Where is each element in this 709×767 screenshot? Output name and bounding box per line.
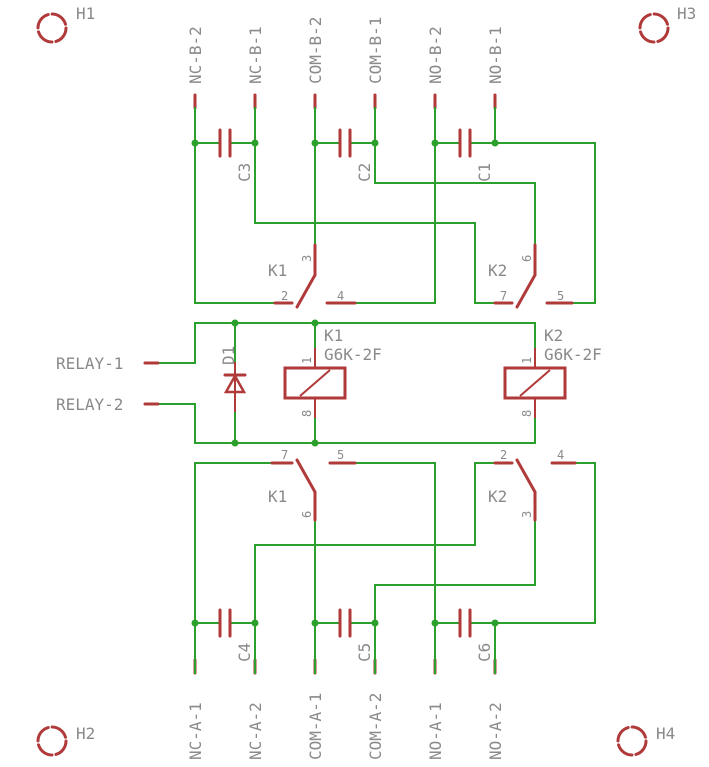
k1-bottom-pin-5: 5	[337, 448, 344, 462]
capacitor-c6: C6	[458, 608, 494, 662]
hole-label-h3: H3	[677, 4, 696, 23]
mounting-hole-h3: H3	[638, 4, 696, 44]
k2-top-pin-7: 7	[500, 289, 507, 303]
relay-k2-pin-8: 8	[520, 410, 534, 417]
k2-top-pin-5: 5	[557, 289, 564, 303]
relay-k1-switch-bottom: K1 6 7 5	[268, 448, 357, 522]
hole-label-h4: H4	[656, 724, 675, 743]
connector-label-com-a-2: COM-A-2	[366, 693, 385, 760]
capacitor-label-c2: C2	[355, 163, 374, 182]
connector-label-com-a-1: COM-A-1	[306, 693, 325, 760]
mounting-hole-h2: H2	[36, 724, 95, 757]
capacitor-label-c3: C3	[235, 163, 254, 182]
capacitor-c2: C2	[338, 128, 374, 182]
diode-d1: D1	[219, 346, 247, 412]
hole-label-h1: H1	[76, 4, 95, 23]
relay-k1-coil: K1 G6K-2F 1 8	[283, 326, 382, 418]
mounting-hole-h1: H1	[36, 4, 95, 44]
relay-k2-switch-top: K2 6 7 5	[488, 243, 574, 309]
k1-bottom-pin-7: 7	[281, 448, 288, 462]
connector-label-nc-a-1: NC-A-1	[186, 702, 205, 760]
connector-label-nc-b-2: NC-B-2	[186, 26, 205, 84]
k1-bottom-pin-6: 6	[300, 511, 314, 518]
relay-k2-value: G6K-2F	[544, 345, 602, 364]
capacitor-label-c1: C1	[475, 163, 494, 182]
capacitor-c4: C4	[218, 608, 254, 662]
input-label-relay-1: RELAY-1	[56, 354, 123, 373]
capacitor-label-c6: C6	[475, 643, 494, 662]
relay-k1-label-bottom: K1	[268, 487, 287, 506]
relay-k2-coil: K2 G6K-2F 1 8	[503, 326, 602, 418]
capacitor-c3: C3	[218, 128, 254, 182]
k2-top-pin-6: 6	[520, 255, 534, 262]
connector-label-nc-a-2: NC-A-2	[246, 702, 265, 760]
connector-label-no-b-2: NO-B-2	[426, 26, 445, 84]
connector-label-no-b-1: NO-B-1	[486, 26, 505, 84]
input-label-relay-2: RELAY-2	[56, 395, 123, 414]
k1-top-pin-2: 2	[281, 289, 288, 303]
top-connector-labels: NC-B-2 NC-B-1 COM-B-2 COM-B-1 NO-B-2 NO-…	[186, 17, 505, 84]
connector-label-nc-b-1: NC-B-1	[246, 26, 265, 84]
bottom-connector-labels: NC-A-1 NC-A-2 COM-A-1 COM-A-2 NO-A-1 NO-…	[186, 693, 505, 760]
relay-k1-switch-top: K1 3 2 4	[268, 243, 357, 309]
k2-bottom-pin-3: 3	[520, 511, 534, 518]
connector-label-com-b-2: COM-B-2	[306, 17, 325, 84]
capacitor-label-c5: C5	[355, 643, 374, 662]
relay-k2-pin-1: 1	[520, 357, 534, 364]
input-relay-1: RELAY-1	[56, 354, 160, 373]
relay-k1-value: G6K-2F	[324, 345, 382, 364]
capacitor-label-c4: C4	[235, 643, 254, 662]
relay-k2-label-top: K2	[488, 261, 507, 280]
capacitor-c5: C5	[338, 608, 374, 662]
relay-k1-pin-8: 8	[300, 410, 314, 417]
connector-label-no-a-2: NO-A-2	[486, 702, 505, 760]
junctions	[191, 139, 499, 627]
relay-k1-pin-1: 1	[300, 357, 314, 364]
mounting-hole-h4: H4	[616, 724, 675, 757]
hole-label-h2: H2	[76, 724, 95, 743]
input-relay-2: RELAY-2	[56, 395, 160, 414]
capacitor-c1: C1	[458, 128, 494, 182]
diode-label-d1: D1	[219, 346, 238, 365]
connector-label-com-b-1: COM-B-1	[366, 17, 385, 84]
k1-top-pin-3: 3	[300, 255, 314, 262]
relay-k2-switch-bottom: K2 3 2 4	[488, 448, 577, 522]
wires	[146, 107, 596, 674]
connector-label-no-a-1: NO-A-1	[426, 702, 445, 760]
k2-bottom-pin-4: 4	[557, 448, 564, 462]
k2-bottom-pin-2: 2	[500, 448, 507, 462]
relay-k2-label-bottom: K2	[488, 487, 507, 506]
relay-k1-label-top: K1	[268, 261, 287, 280]
k1-top-pin-4: 4	[337, 289, 344, 303]
relay-k1-name: K1	[324, 326, 343, 345]
relay-k2-name: K2	[544, 326, 563, 345]
top-connector-pins	[193, 93, 497, 110]
